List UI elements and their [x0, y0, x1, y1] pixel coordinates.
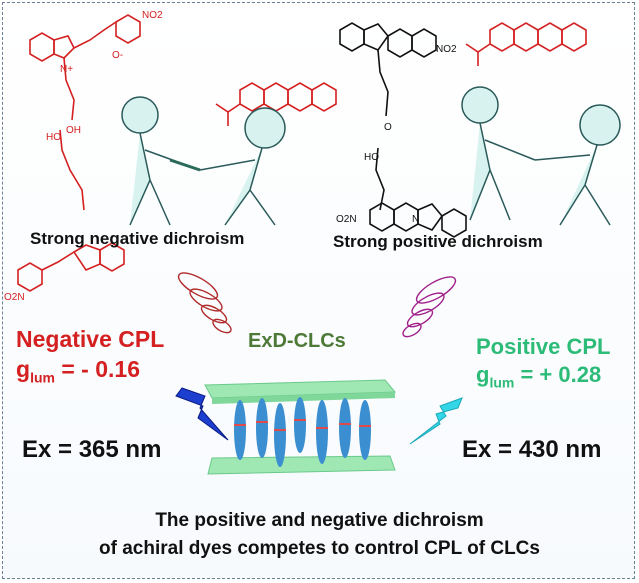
o-minus-label: O-: [112, 50, 123, 61]
exd-clcs-label: ExD-CLCs: [248, 330, 346, 352]
g-symbol: g: [16, 356, 31, 382]
conclusion-line-1: The positive and negative dichroism: [155, 510, 484, 531]
no2-label-black: NO2: [436, 44, 457, 55]
black-spiropyran-dimer: [339, 22, 467, 238]
positive-glum-value: glum = + 0.28: [476, 362, 601, 390]
conclusion-line-2: of achiral dyes competes to control CPL …: [99, 538, 540, 559]
g-symbol: g: [476, 362, 490, 387]
positive-cpl-title: Positive CPL: [476, 334, 611, 359]
visible-lightning-icon: [409, 397, 463, 445]
left-excitation: Ex = 365 nm: [22, 436, 162, 463]
negative-cpl-title: Negative CPL: [16, 326, 165, 352]
negative-glum-value: glum = - 0.16: [16, 356, 140, 386]
ho-label-black: HO: [364, 152, 379, 163]
ho-label: HO: [46, 132, 61, 143]
cpl-helix-right: [402, 276, 457, 338]
oh-label-black: O: [384, 122, 392, 133]
oh-label: OH: [66, 125, 81, 136]
red-merocyanine-dimer: [17, 14, 141, 292]
red-nile-red-left: [215, 82, 337, 126]
n-plus-label: N+: [60, 64, 73, 75]
o2n-label-red: O2N: [4, 292, 25, 303]
o2n-label-black: O2N: [336, 214, 357, 225]
uv-lightning-icon: [175, 387, 229, 441]
g-value: = + 0.28: [514, 362, 602, 387]
right-caption: Strong positive dichroism: [333, 232, 543, 251]
g-subscript: lum: [30, 369, 55, 386]
left-caption: Strong negative dichroism: [30, 229, 245, 248]
clc-cell: [204, 379, 397, 475]
cpl-helix-left: [177, 272, 232, 334]
g-value: = - 0.16: [54, 356, 140, 382]
right-excitation: Ex = 430 nm: [462, 436, 602, 463]
no2-label: NO2: [142, 10, 163, 21]
g-subscript: lum: [489, 374, 515, 391]
n-label-black: N: [412, 214, 419, 225]
tug-of-war-left: [121, 96, 286, 226]
red-nile-red-right: [465, 22, 587, 66]
tug-of-war-right: [461, 86, 621, 226]
